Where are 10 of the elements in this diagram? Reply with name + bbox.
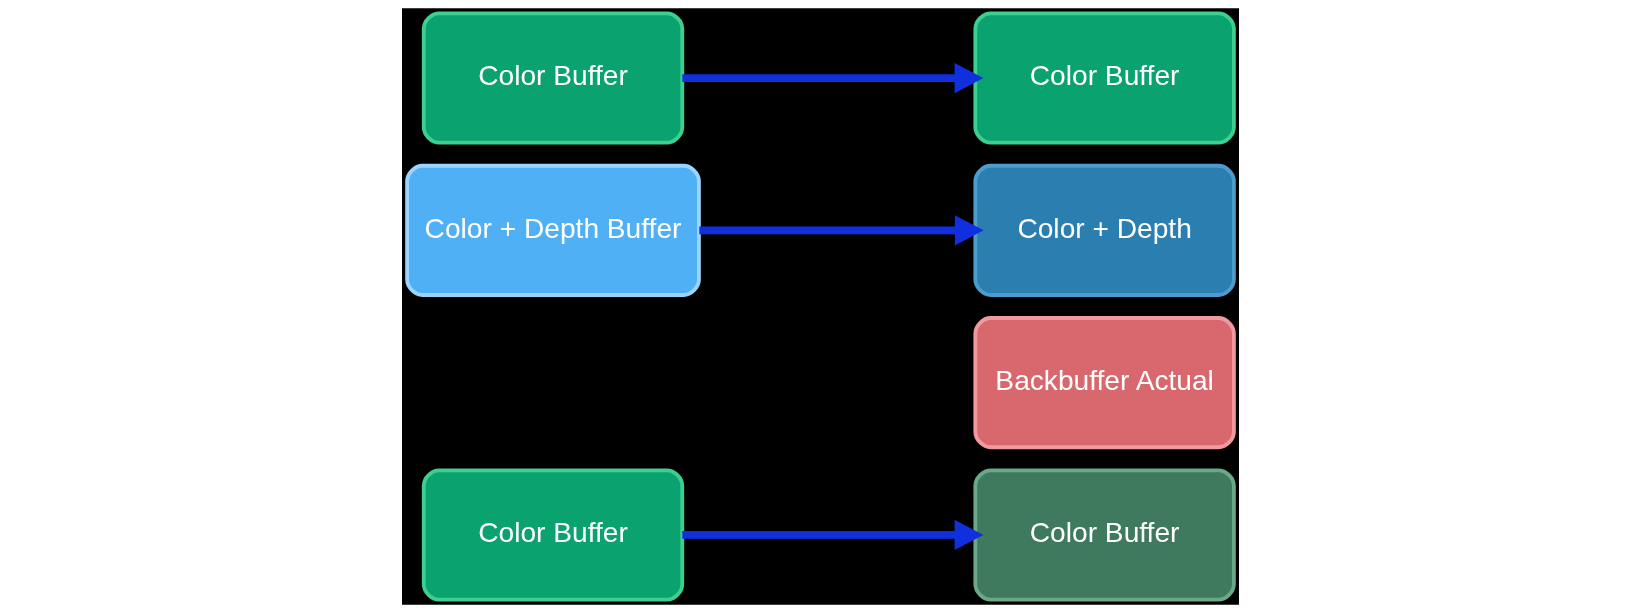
node-box: Color Buffer — [972, 468, 1236, 602]
arrow — [698, 215, 984, 246]
node-box: Color + Depth Buffer — [404, 163, 701, 297]
arrow — [681, 62, 983, 94]
node-box: Color Buffer — [972, 11, 1236, 145]
node-box: Color Buffer — [421, 11, 684, 145]
node-box: Backbuffer Actual — [972, 316, 1236, 450]
node-box: Color Buffer — [421, 468, 684, 602]
node-box: Color + Depth — [972, 163, 1236, 297]
arrow — [681, 519, 983, 551]
